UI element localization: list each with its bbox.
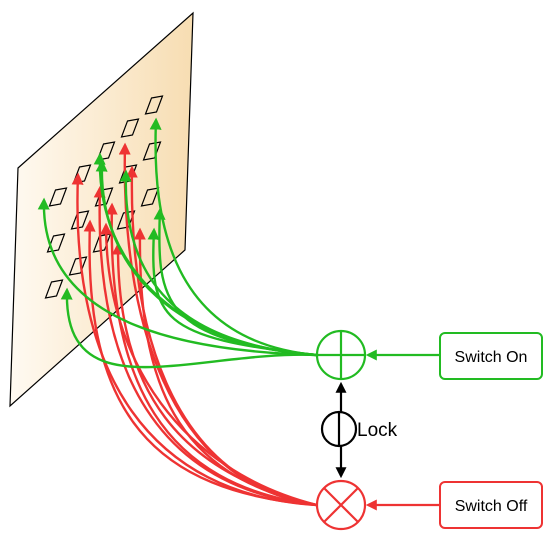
- signal-curve: [105, 202, 318, 507]
- signal-curve: [37, 197, 318, 357]
- switch-off-label: Switch Off: [455, 498, 528, 515]
- switch-on-box: Switch On: [439, 332, 543, 380]
- switch-on-label: Switch On: [455, 349, 528, 366]
- signal-curve: [60, 287, 318, 369]
- circle-plus-icon: [315, 329, 367, 381]
- grid-cell: [142, 141, 162, 161]
- grid-cell: [44, 279, 64, 299]
- grid-cell: [140, 187, 160, 207]
- lock-label: Lock: [357, 420, 398, 441]
- circle-cross-icon: [315, 479, 367, 531]
- lock-icon: [320, 410, 358, 448]
- grid-cell: [116, 210, 136, 230]
- off-signal-curves: [71, 142, 318, 507]
- signal-curve: [83, 219, 318, 507]
- signal-curve: [133, 227, 318, 507]
- signal-curve: [147, 227, 318, 357]
- target-panel: [9, 11, 194, 408]
- signal-curve: [111, 242, 318, 507]
- grid-cell: [68, 256, 88, 276]
- on-signal-curves: [37, 117, 318, 369]
- switch-off-box: Switch Off: [439, 481, 543, 529]
- grid-cell: [70, 210, 90, 230]
- cell-grid: [44, 95, 164, 299]
- grid-cell: [120, 118, 140, 138]
- grid-cell: [144, 95, 164, 115]
- signal-curve: [100, 222, 318, 507]
- grid-cell: [48, 187, 68, 207]
- signal-curve: [149, 117, 318, 357]
